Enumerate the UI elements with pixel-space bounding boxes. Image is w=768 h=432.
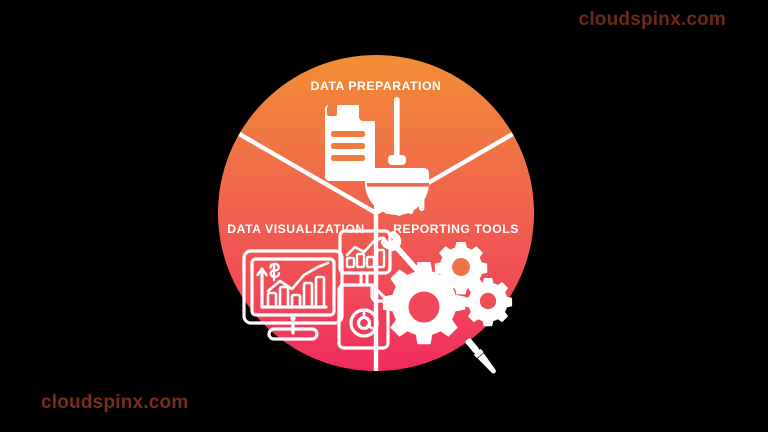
gears-tools-icon [380, 230, 513, 374]
segment-reporting-tools[interactable]: REPORTING TOOLS [378, 215, 519, 376]
screwdriver-icon [465, 338, 496, 374]
wrench-icon [380, 230, 421, 274]
segment-label-data-visualization: DATA VISUALIZATION [227, 222, 364, 236]
segment-label-reporting-tools: REPORTING TOOLS [393, 222, 519, 236]
segment-label-data-preparation: DATA PREPARATION [311, 79, 442, 93]
segment-data-visualization[interactable]: DATA VISUALIZATION [227, 222, 392, 350]
document-and-broom-icon [325, 97, 429, 216]
watermark-bottom-left: cloudspinx.com [41, 392, 189, 413]
monitor-chart-icon [242, 229, 392, 350]
three-segment-circle-diagram: DATA PREPARATION [218, 55, 534, 374]
watermark-top-right: cloudspinx.com [578, 9, 726, 30]
segment-data-preparation[interactable]: DATA PREPARATION [311, 79, 442, 216]
